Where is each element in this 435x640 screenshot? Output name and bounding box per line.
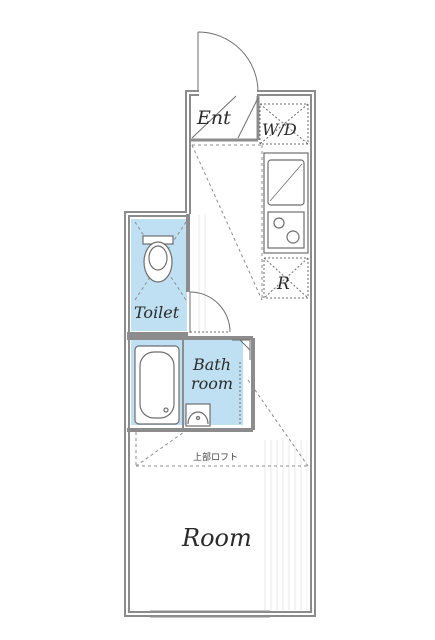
refrigerator-label: R — [276, 274, 290, 294]
loft-outline — [134, 144, 309, 467]
toilet-walls — [127, 214, 190, 336]
room-label: Room — [181, 524, 252, 552]
corridor-hatch — [194, 215, 208, 335]
kitchen-counter — [263, 152, 309, 254]
entrance-diagonals — [191, 95, 259, 139]
toilet-door — [189, 291, 231, 333]
entrance-door — [197, 31, 259, 93]
toilet-label: Toilet — [134, 303, 180, 322]
entrance-label: Ent — [196, 107, 231, 129]
washer-box — [259, 103, 309, 145]
floor-hatch — [262, 440, 307, 610]
outer-walls-inner-line — [126, 92, 314, 615]
bath-walls — [127, 336, 255, 432]
entrance-partition — [191, 96, 260, 142]
toilet-fixture — [142, 235, 174, 283]
bath-sink — [185, 403, 211, 427]
bath-label-line1: Bath — [192, 355, 231, 374]
bath-label-line2: room — [191, 374, 233, 393]
bathtub — [134, 345, 180, 425]
loft-label: 上部ロフト — [193, 451, 238, 463]
washer-label: W/D — [262, 120, 297, 139]
bottom-window — [150, 610, 270, 618]
door-gap — [199, 88, 257, 98]
bath-inner-partition — [232, 339, 251, 426]
fridge-box — [263, 257, 309, 299]
